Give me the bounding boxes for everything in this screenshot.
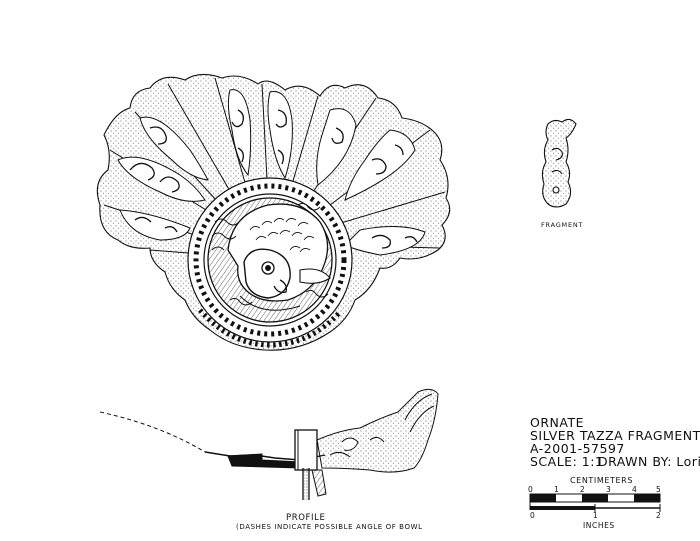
drawn-by: DRAWN BY: Loria bbox=[598, 454, 700, 469]
fragment-top-view bbox=[96, 73, 451, 351]
scale-bar bbox=[529, 493, 661, 512]
inch-tick: 0 bbox=[530, 511, 536, 520]
cm-tick: 0 bbox=[528, 485, 534, 494]
profile-note: (DASHES INDICATE POSSIBLE ANGLE OF BOWL bbox=[236, 523, 423, 531]
cm-tick: 1 bbox=[554, 485, 560, 494]
title-line-2: SILVER TAZZA FRAGMENT bbox=[530, 428, 700, 443]
catalog-number: A-2001-57597 bbox=[530, 441, 625, 456]
profile-label: PROFILE bbox=[286, 513, 326, 523]
cm-tick: 2 bbox=[580, 485, 586, 494]
centimeters-label: CENTIMETERS bbox=[570, 476, 634, 485]
inch-tick: 2 bbox=[656, 511, 662, 520]
cm-tick: 3 bbox=[606, 485, 612, 494]
small-fragment bbox=[541, 118, 577, 208]
cm-tick: 4 bbox=[632, 485, 638, 494]
inches-label: INCHES bbox=[583, 521, 615, 530]
scale-text: SCALE: 1:1 bbox=[530, 454, 604, 469]
title-line-1: ORNATE bbox=[530, 415, 584, 430]
profile-view bbox=[99, 388, 439, 500]
inch-tick: 1 bbox=[593, 511, 599, 520]
cm-tick: 5 bbox=[656, 485, 662, 494]
fragment-label: FRAGMENT bbox=[541, 221, 584, 229]
